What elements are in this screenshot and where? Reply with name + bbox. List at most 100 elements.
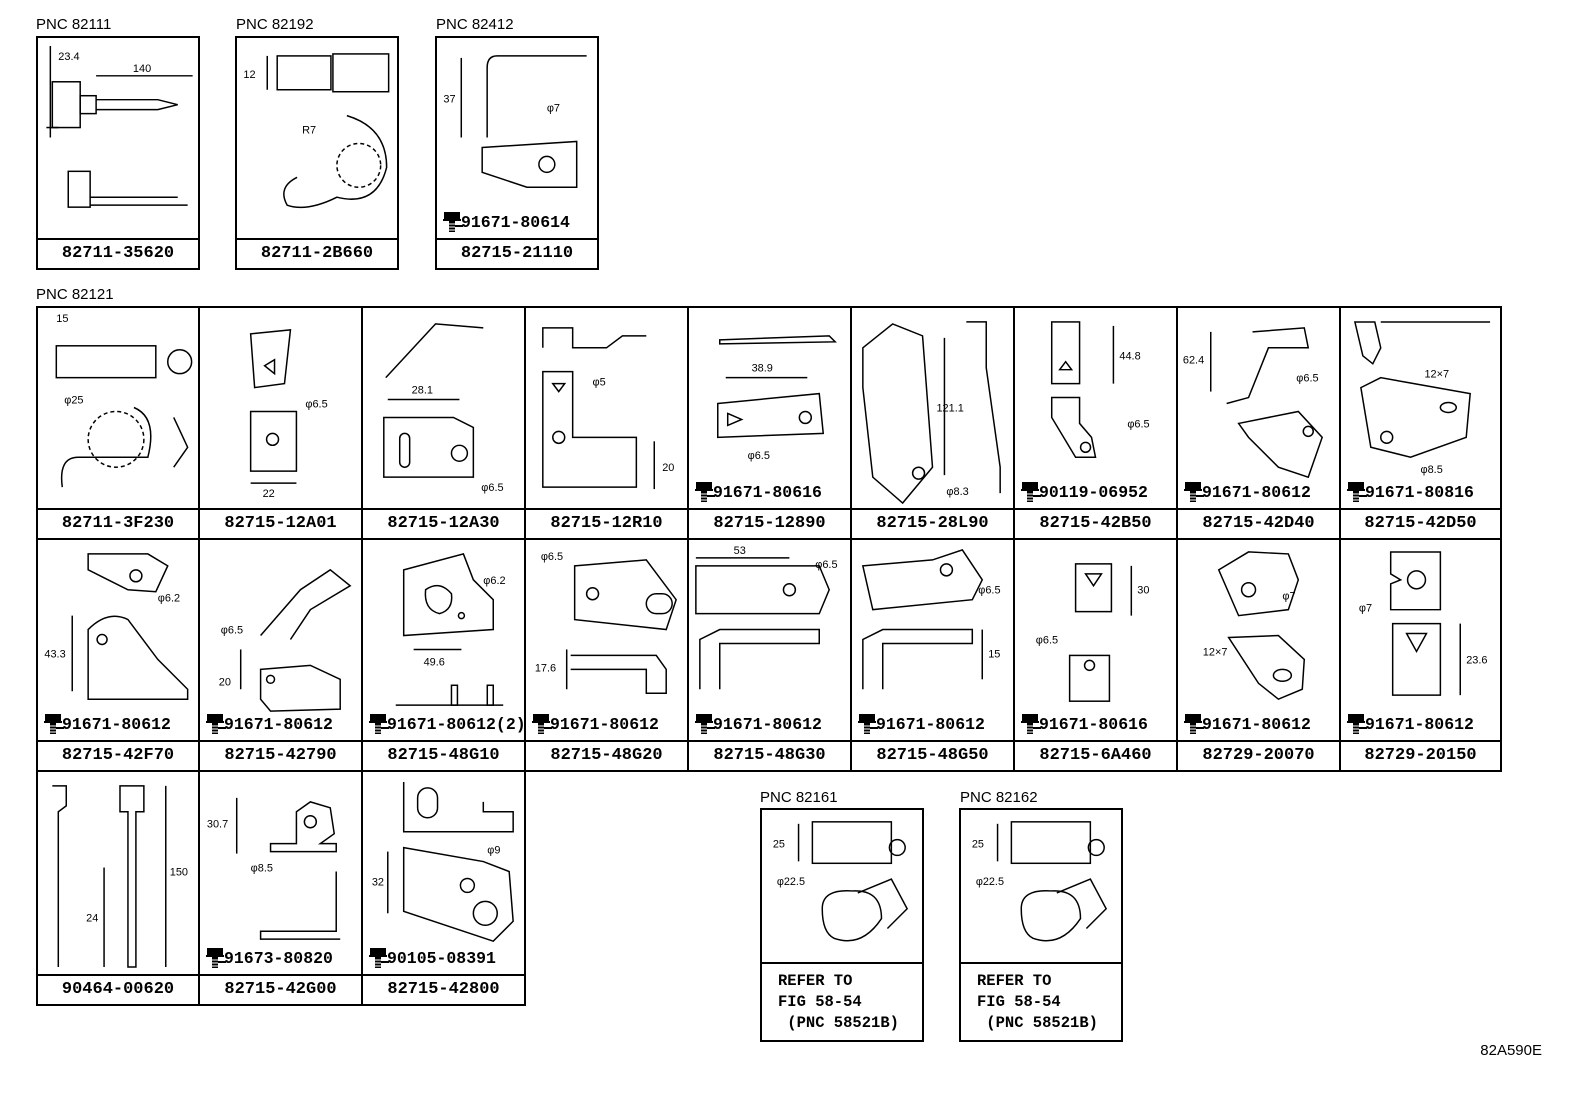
dim-label: φ6.5 xyxy=(305,399,327,411)
dim-label: φ25 xyxy=(64,395,83,407)
part-number[interactable]: 82715-6A460 xyxy=(1015,740,1176,770)
part-number[interactable]: 82715-12R10 xyxy=(526,508,687,538)
bolt-part-number[interactable]: 91671-80612 xyxy=(62,714,171,734)
bolt-part-number[interactable]: 90105-08391 xyxy=(387,948,496,968)
part-number[interactable]: 82711-2B660 xyxy=(237,238,397,268)
part-number[interactable]: 82711-3F230 xyxy=(38,508,198,538)
refer-text[interactable]: REFER TO FIG 58-54 (PNC 58521B) xyxy=(778,972,899,1032)
dim-label: 62.4 xyxy=(1183,355,1204,367)
bolt-icon xyxy=(530,713,552,735)
bolt-part-number[interactable]: 91671-80612 xyxy=(224,714,333,734)
part-number[interactable]: 82715-42800 xyxy=(363,974,524,1004)
part-number[interactable]: 82715-42790 xyxy=(200,740,361,770)
part-card-82715-48G20[interactable]: φ6.5 17.6 91671-80612 82715-48G20 xyxy=(524,538,689,772)
part-number[interactable]: 82715-12890 xyxy=(689,508,850,538)
dim-label: φ6.5 xyxy=(1127,418,1149,430)
part-card-82715-42B50[interactable]: 44.8 φ6.5 90119-06952 82715-42B50 xyxy=(1013,306,1178,540)
bolt-part-number[interactable]: 91671-80612 xyxy=(713,714,822,734)
part-card-82715-42D50[interactable]: 12×7 φ8.5 91671-80816 82715-42D50 xyxy=(1339,306,1502,540)
part-card-82715-12890[interactable]: 38.9 φ6.5 91671-80616 82715-12890 xyxy=(687,306,852,540)
part-number[interactable]: 82715-48G30 xyxy=(689,740,850,770)
part-card-82715-12A01[interactable]: φ6.5 22 82715-12A01 xyxy=(198,306,363,540)
bolt-row: 91671-80612 xyxy=(42,713,196,735)
part-card-82729-20070[interactable]: φ7 12×7 91671-80612 82729-20070 xyxy=(1176,538,1341,772)
part-card-82729-20150[interactable]: φ7 23.6 91671-80612 82729-20150 xyxy=(1339,538,1502,772)
dim-label: 20 xyxy=(662,462,674,474)
bolt-part-number[interactable]: 91671-80816 xyxy=(1365,482,1474,502)
part-number[interactable]: 82715-48G20 xyxy=(526,740,687,770)
part-drawing: 32 φ9 xyxy=(363,772,524,973)
part-card-82711-3F230[interactable]: 15 φ25 82711-3F230 xyxy=(36,306,200,540)
dim-label: 43.3 xyxy=(44,648,65,660)
part-card-82715-42D40[interactable]: 62.4 φ6.5 91671-80612 82715-42D40 xyxy=(1176,306,1341,540)
part-number[interactable]: 82711-35620 xyxy=(38,238,198,268)
dim-label: φ8.5 xyxy=(1421,464,1443,476)
part-number[interactable]: 82715-28L90 xyxy=(852,508,1013,538)
part-number[interactable]: 82715-42B50 xyxy=(1015,508,1176,538)
part-number[interactable]: 82715-42D40 xyxy=(1178,508,1339,538)
part-number[interactable]: 82715-21110 xyxy=(437,238,597,268)
part-card-82715-21110[interactable]: 37 φ7 91671-80614 82715-21110 xyxy=(435,36,599,270)
dim-label: 17.6 xyxy=(535,662,556,674)
part-card-82715-48G10[interactable]: φ6.2 49.6 91671-80612(2) 82715-48G10 xyxy=(361,538,526,772)
pnc-label-82111: PNC 82111 xyxy=(36,16,112,33)
part-card-82715-48G50[interactable]: φ6.5 15 91671-80612 82715-48G50 xyxy=(850,538,1015,772)
part-number[interactable]: 82715-42D50 xyxy=(1341,508,1500,538)
dim-label: 23.4 xyxy=(58,51,79,63)
part-card-82715-42F70[interactable]: φ6.2 43.3 91671-80612 82715-42F70 xyxy=(36,538,200,772)
part-number[interactable]: 82715-12A30 xyxy=(363,508,524,538)
part-card-90464-00620[interactable]: 24 150 90464-00620 xyxy=(36,770,200,1006)
bolt-icon xyxy=(856,713,878,735)
part-card-82715-28L90[interactable]: 121.1 φ8.3 82715-28L90 xyxy=(850,306,1015,540)
part-drawing: φ6.5 22 xyxy=(200,308,361,507)
bolt-part-number[interactable]: 91671-80612(2) xyxy=(387,714,526,734)
bolt-row: 90119-06952 xyxy=(1019,481,1174,503)
bolt-part-number[interactable]: 91671-80616 xyxy=(1039,714,1148,734)
part-card-82715-12A30[interactable]: 28.1 φ6.5 82715-12A30 xyxy=(361,306,526,540)
part-number[interactable]: 82729-20150 xyxy=(1341,740,1500,770)
dim-label: φ6.5 xyxy=(541,551,563,563)
bolt-icon xyxy=(367,713,389,735)
part-number[interactable]: 82729-20070 xyxy=(1178,740,1339,770)
part-number[interactable]: 82715-42G00 xyxy=(200,974,361,1004)
bolt-part-number[interactable]: 91671-80612 xyxy=(1202,714,1311,734)
bolt-part-number[interactable]: 91671-80612 xyxy=(550,714,659,734)
bolt-row: 91671-80616 xyxy=(1019,713,1174,735)
part-number[interactable]: 90464-00620 xyxy=(38,974,198,1004)
dim-label: φ6.5 xyxy=(221,625,243,637)
dim-label: φ9 xyxy=(487,845,500,857)
bolt-row: 91671-80612 xyxy=(204,713,359,735)
bolt-icon xyxy=(1019,713,1041,735)
refer-text[interactable]: REFER TO FIG 58-54 (PNC 58521B) xyxy=(977,972,1098,1032)
part-number[interactable]: 82715-48G50 xyxy=(852,740,1013,770)
part-card-82715-12R10[interactable]: φ5 20 82715-12R10 xyxy=(524,306,689,540)
part-card-82715-42790[interactable]: φ6.5 20 91671-80612 82715-42790 xyxy=(198,538,363,772)
part-drawing: φ6.2 43.3 xyxy=(38,540,198,739)
ref-card-82161[interactable]: 25 φ22.5 REFER TO FIG 58-54 (PNC 58521B) xyxy=(760,808,924,1042)
part-number[interactable]: 82715-48G10 xyxy=(363,740,524,770)
dim-label: φ8.5 xyxy=(251,863,273,875)
part-card-82711-2B660[interactable]: 12 R7 82711-2B660 xyxy=(235,36,399,270)
bolt-part-number[interactable]: 90119-06952 xyxy=(1039,482,1148,502)
dim-label: φ5 xyxy=(593,377,606,389)
pnc-label-82121: PNC 82121 xyxy=(36,286,114,303)
dim-label: φ6.5 xyxy=(481,482,503,494)
part-card-82711-35620[interactable]: 23.4 140 82711-35620 xyxy=(36,36,200,270)
bolt-part-number[interactable]: 91671-80612 xyxy=(876,714,985,734)
dim-label: φ6.5 xyxy=(748,450,770,462)
part-number[interactable]: 82715-42F70 xyxy=(38,740,198,770)
part-card-82715-6A460[interactable]: 30 φ6.5 91671-80616 82715-6A460 xyxy=(1013,538,1178,772)
bolt-part-number[interactable]: 91671-80612 xyxy=(1202,482,1311,502)
bolt-part-number[interactable]: 91671-80616 xyxy=(713,482,822,502)
dim-label: 24 xyxy=(86,912,98,924)
bolt-part-number[interactable]: 91673-80820 xyxy=(224,948,333,968)
part-number[interactable]: 82715-12A01 xyxy=(200,508,361,538)
bolt-icon xyxy=(1182,713,1204,735)
part-card-82715-42G00[interactable]: 30.7 φ8.5 91673-80820 82715-42G00 xyxy=(198,770,363,1006)
bolt-part-number[interactable]: 91671-80614 xyxy=(461,212,570,232)
part-card-82715-48G30[interactable]: 53 φ6.5 91671-80612 82715-48G30 xyxy=(687,538,852,772)
bolt-part-number[interactable]: 91671-80612 xyxy=(1365,714,1474,734)
part-drawing: φ7 12×7 xyxy=(1178,540,1339,739)
ref-card-82162[interactable]: 25 φ22.5 REFER TO FIG 58-54 (PNC 58521B) xyxy=(959,808,1123,1042)
part-card-82715-42800[interactable]: 32 φ9 90105-08391 82715-42800 xyxy=(361,770,526,1006)
